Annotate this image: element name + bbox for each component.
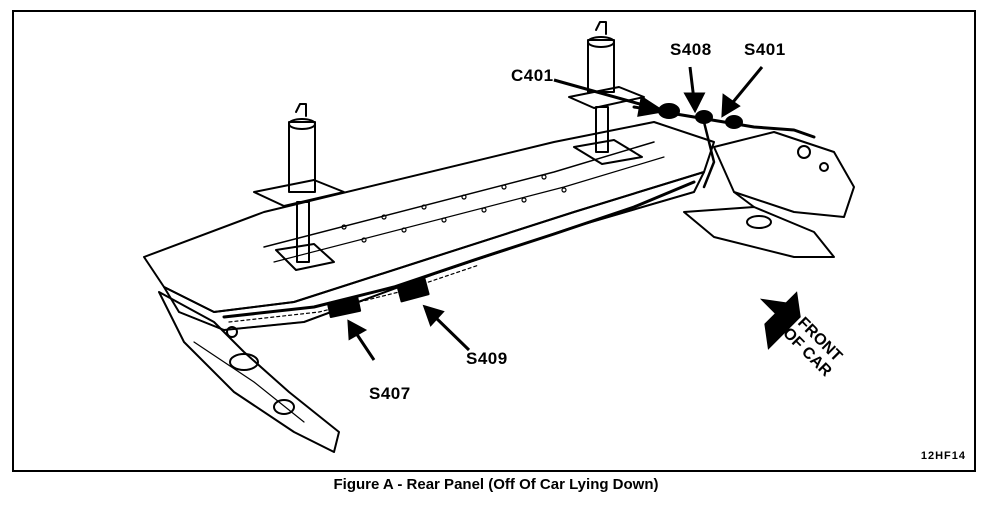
label-s409: S409 (466, 349, 508, 368)
right-lamp-housing (683, 131, 855, 258)
panel-holes (341, 174, 567, 243)
front-of-car-arrow (759, 291, 801, 350)
splice-s407-body (326, 296, 362, 318)
label-s401: S401 (744, 40, 786, 59)
figure-caption: Figure A - Rear Panel (Off Of Car Lying … (333, 476, 659, 493)
label-s408: S408 (670, 40, 712, 59)
panel-front-face (163, 171, 705, 331)
diagram-frame: C401 S408 S401 S409 S407 FRONT OF CAR 12… (12, 10, 976, 472)
label-c401: C401 (511, 66, 554, 85)
label-s407: S407 (369, 384, 411, 403)
left-post (253, 103, 345, 271)
left-lamp-housing (158, 291, 340, 453)
rear-panel-illustration (143, 21, 855, 453)
pointer-arrows (347, 66, 764, 361)
drawing-code: 12HF14 (920, 450, 966, 462)
splice-s409-body (396, 277, 430, 303)
panel-top-surface (143, 121, 715, 313)
right-post (568, 21, 645, 165)
wiring-harness (222, 180, 696, 319)
